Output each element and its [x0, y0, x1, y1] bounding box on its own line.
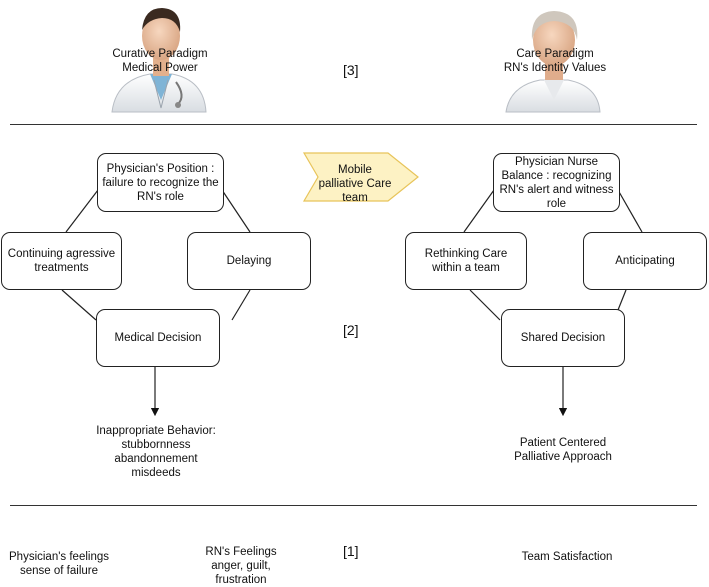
- continuing-treatments-box: Continuing agressive treatments: [1, 232, 122, 290]
- left-paradigm-line-1: Curative Paradigm: [112, 48, 208, 60]
- nurse-avatar: [505, 11, 601, 113]
- marker-2: [2]: [343, 322, 359, 338]
- patient-line-2: Palliative Approach: [514, 451, 612, 463]
- rethinking-care-box: Rethinking Care within a team: [405, 232, 527, 290]
- medical-decision-box: Medical Decision: [96, 309, 220, 367]
- left-paradigm-title: Curative Paradigm Medical Power: [90, 47, 230, 75]
- right-paradigm-line-2: RN's Identity Values: [503, 62, 607, 74]
- inappropriate-behavior-text: Inappropriate Behavior: stubbornness aba…: [75, 424, 237, 480]
- shared-decision-box: Shared Decision: [501, 309, 625, 367]
- rn-feelings-line-3: frustration: [215, 574, 267, 586]
- behavior-line-2: stubbornness: [121, 439, 191, 451]
- rn-feelings-line-2: anger, guilt,: [211, 560, 271, 572]
- anticipating-box: Anticipating: [583, 232, 707, 290]
- marker-1: [1]: [343, 543, 359, 559]
- mobile-palliative-label: Mobile palliative Care team: [318, 164, 392, 204]
- right-connectors: [463, 189, 643, 417]
- behavior-line-3: abandonnement: [114, 453, 198, 465]
- team-satisfaction-text: Team Satisfaction: [521, 551, 613, 563]
- physician-feelings-text: Physician's feelings sense of failure: [4, 550, 114, 578]
- physician-avatar: [111, 8, 207, 113]
- rn-feelings-line-1: RN's Feelings: [205, 546, 277, 558]
- physician-feelings-line-1: Physician's feelings: [9, 551, 109, 563]
- center-arrow-shape: [302, 152, 419, 202]
- physician-nurse-balance-box: Physician Nurse Balance : recognizing RN…: [493, 153, 620, 212]
- left-connectors: [61, 189, 251, 417]
- separator-top: [10, 124, 697, 125]
- patient-line-1: Patient Centered: [519, 437, 607, 449]
- behavior-line-4: misdeeds: [131, 467, 181, 479]
- right-paradigm-title: Care Paradigm RN's Identity Values: [480, 47, 630, 75]
- physician-position-box: Physician's Position : failure to recogn…: [97, 153, 224, 212]
- patient-centered-text: Patient Centered Palliative Approach: [483, 436, 643, 464]
- behavior-line-1: Inappropriate Behavior:: [96, 425, 216, 437]
- physician-feelings-line-2: sense of failure: [20, 565, 98, 577]
- rn-feelings-text: RN's Feelings anger, guilt, frustration: [195, 545, 287, 587]
- separator-bottom: [10, 505, 697, 506]
- left-paradigm-line-2: Medical Power: [122, 62, 198, 74]
- delaying-box: Delaying: [187, 232, 311, 290]
- right-paradigm-line-1: Care Paradigm: [516, 48, 594, 60]
- marker-3: [3]: [343, 62, 359, 78]
